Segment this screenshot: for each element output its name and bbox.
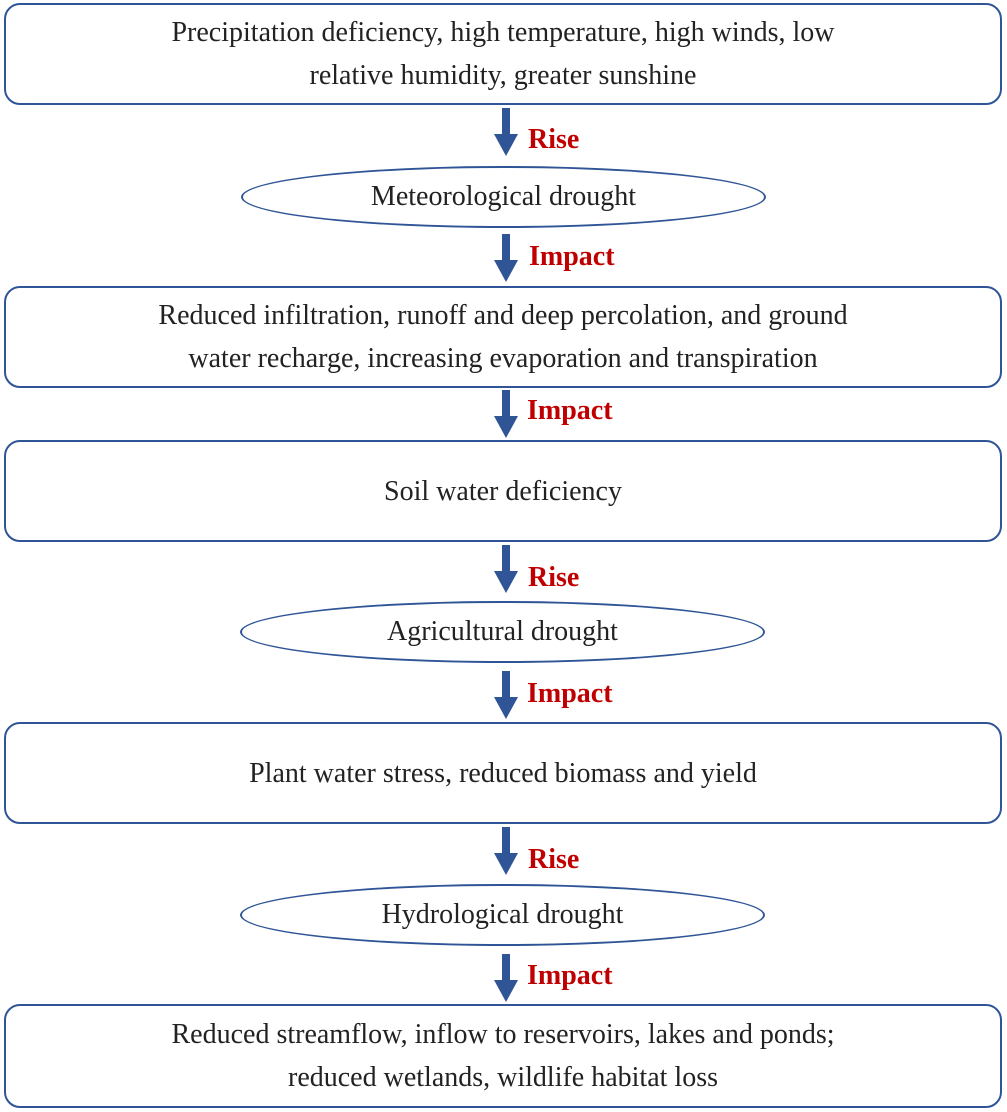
down-arrow-icon [494,827,518,875]
down-arrow-icon [494,545,518,593]
node-text-line: Plant water stress, reduced biomass and … [249,757,757,789]
node-text-line: water recharge, increasing evaporation a… [188,343,818,374]
edge-label-rise: Rise [528,844,580,875]
edge-label-impact: Impact [529,241,615,272]
node-climatic-factors: Precipitation deficiency, high temperatu… [4,3,1002,105]
node-reduced-streamflow: Reduced streamflow, inflow to reservoirs… [4,1004,1002,1108]
edge-label-impact: Impact [527,395,613,426]
node-agricultural-drought: Agricultural drought [240,601,765,663]
node-soil-water-deficiency: Soil water deficiency [4,440,1002,542]
down-arrow-icon [494,390,518,438]
edge-label-impact: Impact [527,960,613,991]
edge-label-impact: Impact [527,678,613,709]
node-reduced-infiltration: Reduced infiltration, runoff and deep pe… [4,286,1002,388]
node-text-line: Soil water deficiency [384,475,622,507]
node-text-line: reduced wetlands, wildlife habitat loss [288,1062,718,1093]
down-arrow-icon [494,108,518,156]
down-arrow-icon [494,234,518,282]
node-hydrological-drought: Hydrological drought [240,884,765,946]
node-text-line: Reduced streamflow, inflow to reservoirs… [171,1019,835,1050]
node-text-line: Agricultural drought [387,616,618,647]
node-meteorological-drought: Meteorological drought [241,166,766,228]
node-text-line: relative humidity, greater sunshine [309,60,697,91]
edge-label-rise: Rise [528,562,580,593]
down-arrow-icon [494,954,518,1002]
node-text-line: Meteorological drought [370,181,637,212]
edge-label-rise: Rise [528,124,580,155]
down-arrow-icon [494,671,518,719]
node-plant-water-stress: Plant water stress, reduced biomass and … [4,722,1002,824]
node-text-line: Hydrological drought [381,899,624,930]
node-text-line: Precipitation deficiency, high temperatu… [171,17,835,48]
node-text-line: Reduced infiltration, runoff and deep pe… [158,300,848,331]
